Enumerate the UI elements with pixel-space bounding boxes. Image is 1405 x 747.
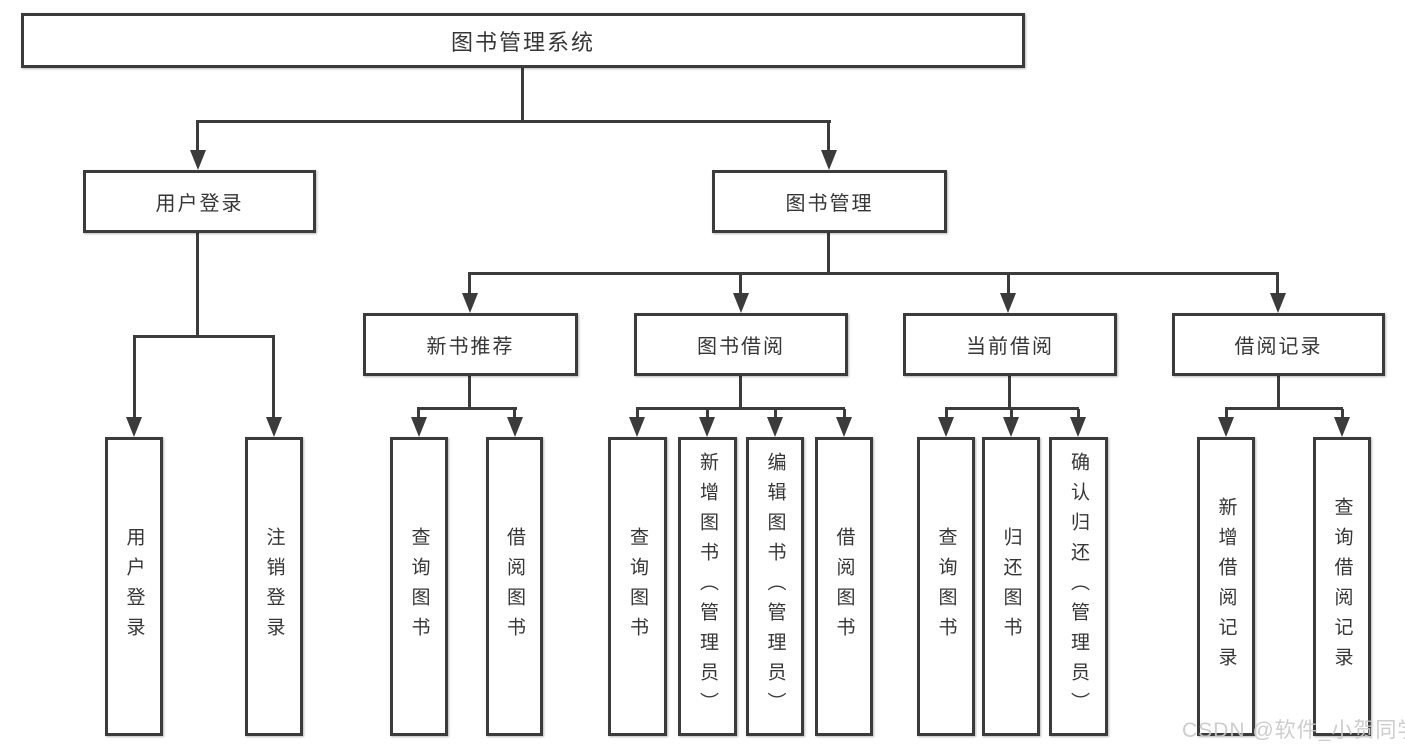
connector-line [417, 409, 420, 417]
csdn-watermark: CSDN @软件_小贺同学 [1182, 719, 1405, 742]
connector-line [468, 274, 471, 293]
arrow-down-icon [821, 150, 837, 170]
arrow-down-icon [190, 150, 206, 170]
connector-line [1225, 407, 1343, 410]
leaf-label: 用户登录 [123, 526, 145, 647]
leaf-query-borrow-record: 查询借阅记录 [1313, 437, 1371, 736]
connector-line [1077, 409, 1080, 417]
connector-line [1276, 274, 1279, 293]
connector-line [196, 122, 199, 152]
connector-line [272, 337, 275, 417]
node-label: 图书管理系统 [450, 29, 595, 55]
leaf-query-books: 查询图书 [390, 437, 448, 736]
leaf-add-borrow-record: 新增借阅记录 [1197, 437, 1255, 736]
leaf-label: 查询借阅记录 [1331, 496, 1353, 677]
leaf-label: 确认归还（管理员） [1068, 451, 1089, 722]
arrow-down-icon [507, 417, 523, 437]
arrow-down-icon [1003, 417, 1019, 437]
connector-line [774, 409, 777, 417]
leaf-label: 查询图书 [408, 526, 430, 647]
leaf-edit-books-admin: 编辑图书（管理员） [746, 437, 804, 736]
connector-line [1225, 409, 1228, 417]
leaf-label: 新增借阅记录 [1215, 496, 1237, 677]
connector-line [468, 376, 471, 409]
node-borrowing-records: 借阅记录 [1172, 313, 1385, 376]
leaf-label: 借阅图书 [833, 526, 855, 647]
connector-line [1010, 409, 1013, 417]
connector-line [706, 409, 709, 417]
connector-line [468, 272, 1279, 275]
leaf-label: 归还图书 [1000, 526, 1022, 647]
leaf-user-login: 用户登录 [105, 437, 163, 736]
connector-line [827, 233, 830, 274]
connector-line [945, 409, 948, 417]
node-label: 图书管理 [785, 193, 874, 215]
connector-line [739, 274, 742, 293]
connector-line [196, 120, 831, 123]
arrow-down-icon [1000, 293, 1016, 313]
connector-line [1341, 409, 1344, 417]
arrow-down-icon [938, 417, 954, 437]
arrow-down-icon [733, 293, 749, 313]
leaf-label: 新增图书（管理员） [697, 451, 718, 722]
node-label: 当前借阅 [966, 336, 1054, 358]
arrow-down-icon [767, 417, 783, 437]
connector-line [843, 409, 846, 417]
arrow-down-icon [1334, 417, 1350, 437]
node-new-book-recommendation: 新书推荐 [363, 313, 578, 376]
leaf-label: 查询图书 [627, 526, 648, 647]
node-label: 图书借阅 [697, 336, 785, 358]
arrow-down-icon [126, 417, 142, 437]
leaf-add-books-admin: 新增图书（管理员） [678, 437, 737, 736]
leaf-query-books: 查询图书 [917, 437, 975, 736]
node-label: 新书推荐 [426, 336, 515, 358]
leaf-query-books: 查询图书 [608, 437, 667, 736]
arrow-down-icon [266, 417, 282, 437]
arrow-down-icon [1070, 417, 1086, 437]
connector-line [636, 409, 639, 417]
leaf-confirm-return-admin: 确认归还（管理员） [1049, 437, 1108, 736]
node-book-management: 图书管理 [712, 170, 947, 233]
connector-line [133, 337, 136, 417]
arrow-down-icon [1218, 417, 1234, 437]
connector-line [513, 409, 516, 417]
connector-line [636, 407, 845, 410]
arrow-down-icon [462, 293, 478, 313]
connector-line [1007, 274, 1010, 293]
connector-line [417, 407, 517, 410]
node-current-borrowing: 当前借阅 [903, 313, 1117, 376]
leaf-label: 注销登录 [263, 526, 285, 647]
connector-line [133, 335, 275, 338]
node-label: 用户登录 [155, 193, 244, 215]
leaf-label: 查询图书 [935, 526, 957, 647]
leaf-logout-login: 注销登录 [245, 437, 303, 736]
connector-line [1277, 376, 1280, 409]
arrow-down-icon [699, 417, 715, 437]
leaf-label: 借阅图书 [504, 526, 525, 647]
connector-line [739, 376, 742, 409]
arrow-down-icon [1270, 293, 1286, 313]
connector-line [1008, 376, 1011, 409]
arrow-down-icon [836, 417, 852, 437]
arrow-down-icon [411, 417, 427, 437]
arrow-down-icon [629, 417, 645, 437]
leaf-label: 编辑图书（管理员） [764, 451, 786, 722]
connector-line [521, 68, 524, 123]
connector-line [196, 233, 199, 337]
node-library-management-system: 图书管理系统 [21, 13, 1025, 68]
connector-line [945, 407, 1079, 410]
leaf-return-books: 归还图书 [982, 437, 1040, 736]
leaf-borrow-books: 借阅图书 [815, 437, 873, 736]
node-label: 借阅记录 [1234, 336, 1323, 358]
node-user-login: 用户登录 [83, 170, 316, 233]
node-book-borrowing: 图书借阅 [634, 313, 848, 376]
leaf-borrow-books: 借阅图书 [486, 437, 543, 736]
connector-line [827, 122, 830, 152]
